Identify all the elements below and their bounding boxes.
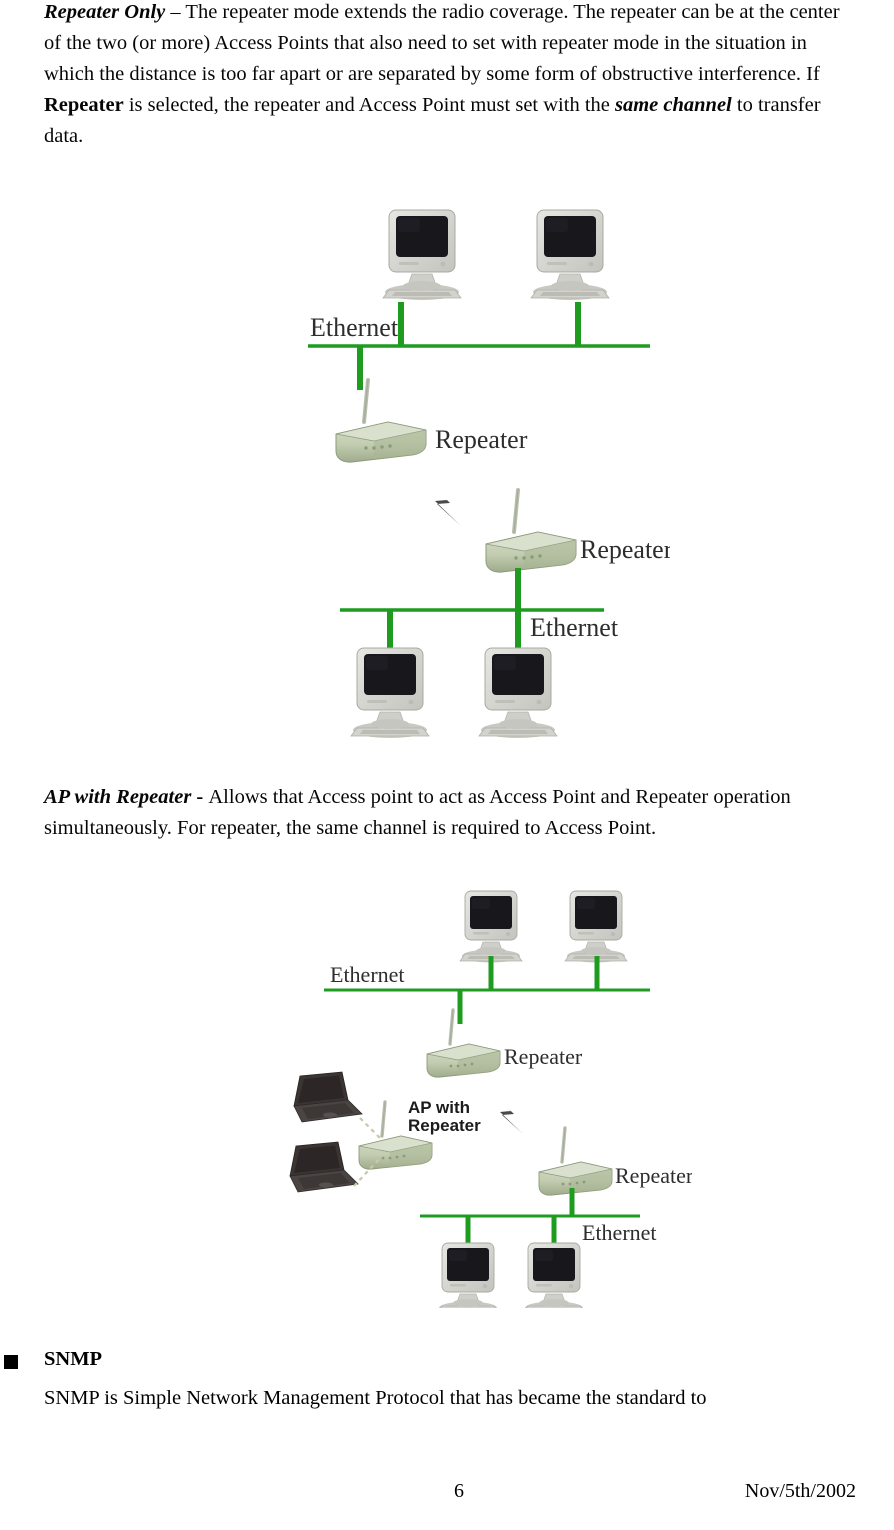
footer-date: Nov/5th/2002 xyxy=(744,1480,856,1502)
term-repeater-only: Repeater Only xyxy=(44,1,166,23)
label-repeater-top: Repeater xyxy=(435,425,528,454)
label-ethernet-top: Ethernet xyxy=(310,313,399,342)
figure-ap-with-repeater-svg: Ethernet Repeater AP with Repeater xyxy=(289,890,692,1308)
label-ethernet-bottom: Ethernet xyxy=(530,613,619,642)
pc-bottom-left-icon xyxy=(350,647,430,739)
pc-bottom-right-icon xyxy=(522,1242,586,1308)
body-repeater-only-3: to transfer data. xyxy=(44,94,821,147)
body-ap-with-repeater: Allows that Access point to act as Acces… xyxy=(44,786,791,839)
figure-repeater-only-topology: Ethernet Repeater Repeater Ethernet xyxy=(290,198,670,743)
body-repeater-only-2: is selected, the repeater and Access Poi… xyxy=(123,94,615,116)
dash-ap-with-repeater: - xyxy=(191,786,209,808)
emphasis-same-channel: same channel xyxy=(615,94,732,116)
wireless-link-bolt-icon xyxy=(417,470,461,526)
laptop-lower-icon xyxy=(289,1141,359,1193)
repeater-top-icon xyxy=(425,1008,502,1079)
dash-repeater-only: – xyxy=(165,1,186,23)
pc-top-left-icon xyxy=(459,890,523,963)
repeater-right-icon xyxy=(537,1126,614,1197)
wireless-link-laptop-upper xyxy=(359,1117,383,1141)
wireless-link-bolt-icon xyxy=(485,1086,523,1134)
pc-bottom-left-icon xyxy=(436,1242,500,1308)
figure-ap-with-repeater-topology: Ethernet Repeater AP with Repeater xyxy=(272,868,692,1308)
bullet-square-icon xyxy=(4,1355,18,1369)
label-ap-with-repeater-line1: AP with xyxy=(408,1098,470,1117)
pc-bottom-right-icon xyxy=(478,647,558,739)
paragraph-ap-with-repeater: AP with Repeater - Allows that Access po… xyxy=(44,782,856,844)
term-ap-with-repeater: AP with Repeater xyxy=(44,786,192,808)
label-repeater-bottom: Repeater xyxy=(580,535,670,564)
figure-repeater-only-svg: Ethernet Repeater Repeater Ethernet xyxy=(308,209,670,739)
body-repeater-only-1: The repeater mode extends the radio cove… xyxy=(44,1,840,85)
label-repeater-top: Repeater xyxy=(504,1044,583,1069)
paragraph-repeater-only: Repeater Only – The repeater mode extend… xyxy=(44,0,856,152)
pc-top-left-icon xyxy=(382,209,462,301)
label-repeater-right: Repeater xyxy=(615,1163,692,1188)
label-ap-with-repeater-line2: Repeater xyxy=(408,1116,481,1135)
label-ethernet-bottom: Ethernet xyxy=(582,1220,657,1245)
repeater-bottom-icon xyxy=(484,488,578,575)
paragraph-snmp: SNMP is Simple Network Management Protoc… xyxy=(44,1387,707,1409)
laptop-upper-icon xyxy=(293,1071,363,1123)
footer-page-number: 6 xyxy=(454,1480,464,1502)
pc-top-right-icon xyxy=(564,890,628,963)
repeater-top-icon xyxy=(334,378,428,465)
emphasis-repeater: Repeater xyxy=(44,94,124,116)
heading-snmp: SNMP xyxy=(44,1348,103,1370)
pc-top-right-icon xyxy=(530,209,610,301)
label-ethernet-top: Ethernet xyxy=(330,962,405,987)
wireless-link-laptop-lower xyxy=(353,1155,383,1187)
